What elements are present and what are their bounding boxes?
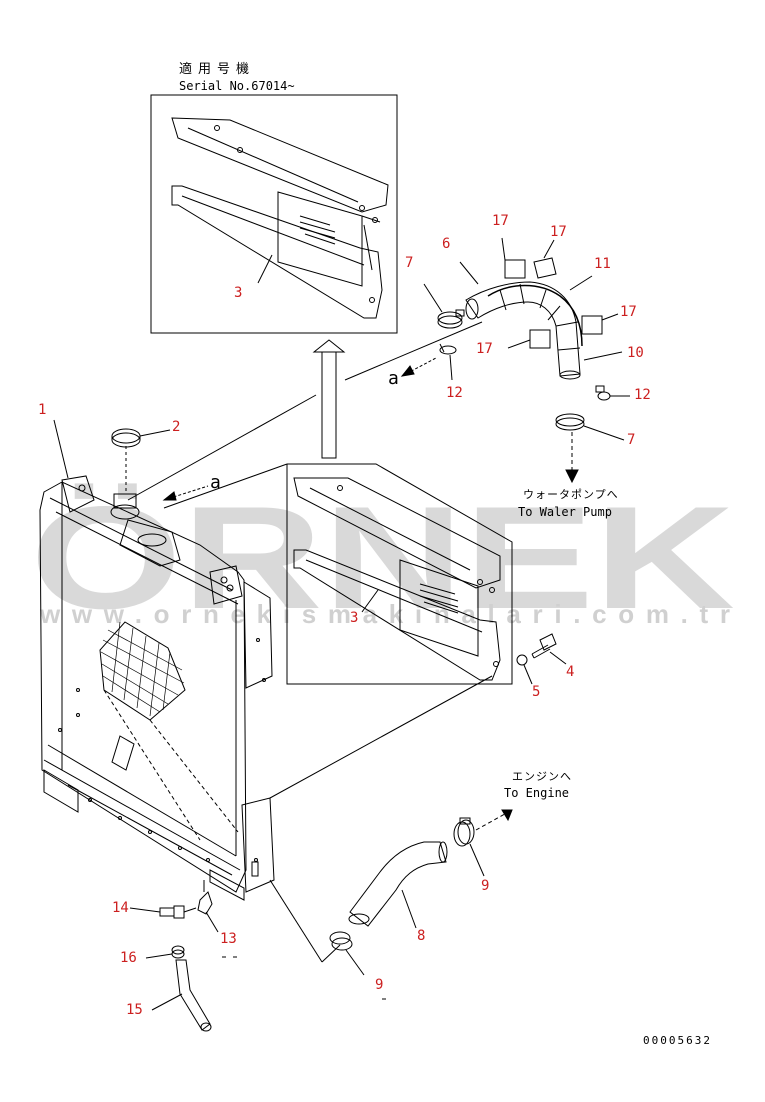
callout-13: 13 (220, 931, 237, 947)
water-pump-label-en: To Waler Pump (518, 505, 612, 519)
leader-3b (361, 589, 379, 613)
leader-17a (501, 237, 506, 261)
radiator (39, 475, 275, 901)
serial-label-jp: 適用号機 (179, 61, 255, 77)
callout-7a: 7 (405, 255, 413, 271)
callout-4: 4 (566, 664, 574, 680)
callout-16: 16 (120, 950, 137, 966)
clamp-7-upper (437, 309, 465, 329)
drawing-number: 00005632 (643, 1034, 712, 1047)
leader-7a (423, 283, 443, 313)
leader-17b (543, 239, 555, 259)
callout-8: 8 (417, 928, 425, 944)
leader-9a (345, 949, 365, 976)
assembly-line-1 (127, 394, 317, 501)
leader-6 (459, 261, 479, 285)
washer-5 (516, 654, 528, 666)
leader-14 (129, 907, 161, 913)
callout-9a: 9 (375, 977, 383, 993)
callout-12a: 12 (446, 385, 463, 401)
view-arrow-a1-head (400, 365, 415, 377)
leader-10 (583, 351, 623, 361)
assembly-line-2 (344, 321, 483, 381)
callout-15: 15 (126, 1002, 143, 1018)
engine-label-en: To Engine (504, 786, 569, 800)
callout-3b: 3 (350, 610, 358, 626)
leader-9b (469, 843, 485, 877)
leader-12a (449, 354, 453, 381)
water-pump-label-jp: ウォータポンプへ (523, 488, 619, 501)
leader-15 (151, 993, 183, 1011)
leader-11 (569, 275, 593, 291)
callout-9b: 9 (481, 878, 489, 894)
upper-hose (465, 281, 581, 380)
clamp-16 (171, 945, 185, 959)
callout-11: 11 (594, 256, 611, 272)
callout-2: 2 (172, 419, 180, 435)
tag-17d (529, 329, 551, 349)
callout-17b: 17 (550, 224, 567, 240)
assembly-line-5 (269, 879, 323, 963)
callout-6: 6 (442, 236, 450, 252)
shroud-panel-middle-inset (293, 477, 501, 681)
callout-17d: 17 (476, 341, 493, 357)
callout-3a: 3 (234, 285, 242, 301)
leader-4 (549, 651, 567, 665)
pipe-11 (487, 284, 583, 347)
elbow-13 (197, 880, 213, 915)
water-pump-arrow-head (565, 469, 579, 484)
clamp-9-right (453, 817, 475, 847)
assembly-line-3 (163, 463, 288, 509)
engine-label-jp: エンジンへ (512, 770, 572, 783)
callout-12b: 12 (634, 387, 651, 403)
inset-box-top (150, 94, 398, 334)
clamp-9-left (329, 931, 353, 951)
callout-1: 1 (38, 402, 46, 418)
leader-16 (145, 953, 173, 959)
view-arrow-a2-head (162, 491, 177, 501)
callout-17a: 17 (492, 213, 509, 229)
inset-box-middle (286, 463, 513, 685)
cock-14 (159, 905, 197, 919)
leader-17c (601, 313, 619, 321)
leader-8 (401, 889, 417, 929)
leader-1 (53, 419, 69, 479)
tag-17b (533, 257, 557, 279)
callout-10: 10 (627, 345, 644, 361)
leader-3a (257, 254, 273, 284)
callout-5: 5 (532, 684, 540, 700)
lower-hose (348, 841, 448, 927)
watermark-brand: ÖRNEK (30, 476, 735, 639)
callout-14: 14 (112, 900, 129, 916)
assembly-line-6 (321, 944, 341, 963)
shroud-panel-top-inset (171, 117, 389, 319)
leader-13 (205, 911, 219, 933)
leader-17d (507, 339, 531, 349)
view-ref-a1: a (388, 368, 399, 389)
clamp-7-lower (555, 413, 585, 431)
up-arrow (312, 339, 346, 459)
callout-7b: 7 (627, 432, 635, 448)
drain-hose-15 (175, 959, 212, 1032)
hidden-lines (103, 689, 239, 841)
leader-7b (583, 425, 625, 441)
tag-17a (504, 259, 526, 279)
bolt-4 (531, 633, 557, 659)
engine-arrow-head (501, 809, 513, 822)
serial-label-en: Serial No.67014~ (179, 79, 295, 93)
watermark: ÖRNEK www.ornekismakinalari.com.tr (30, 476, 735, 639)
tag-17c (581, 315, 603, 335)
leader-5 (523, 664, 533, 685)
view-ref-a2: a (210, 472, 221, 493)
callout-numbers: 1 2 3 3 4 5 6 7 7 8 9 9 10 11 12 12 13 1… (38, 213, 651, 1018)
leader-2 (139, 429, 171, 437)
assembly-line-4 (269, 675, 493, 799)
radiator-cap (111, 428, 141, 448)
callout-17c: 17 (620, 304, 637, 320)
clamp-12-upper (439, 343, 457, 355)
clamp-12-lower (595, 385, 611, 401)
